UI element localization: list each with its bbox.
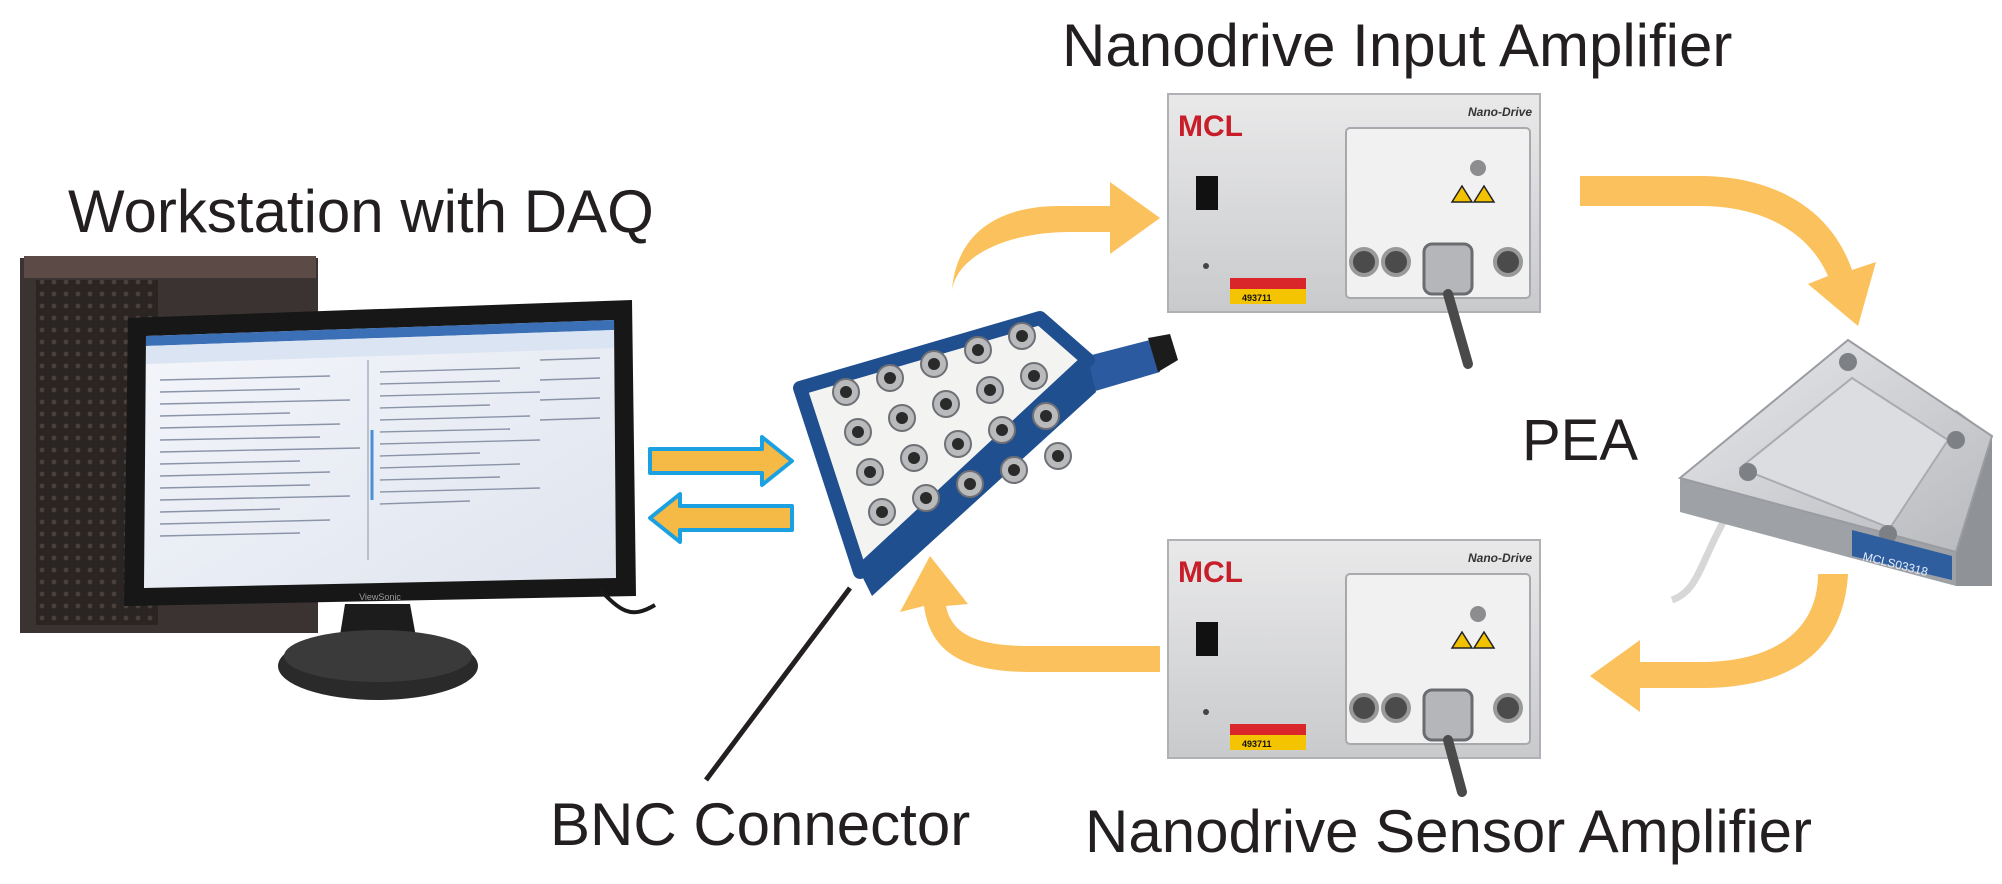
bnc-jack-pin: [1040, 410, 1052, 422]
pea-label-plate: [1852, 530, 1952, 580]
pea-mount-hole: [1739, 463, 1757, 481]
monitor-brand-label: ViewSonic: [359, 592, 401, 602]
flow-arrow-input-to-pea: [1580, 176, 1876, 326]
bnc-jack-pin: [928, 358, 940, 370]
bnc-connector-photo: [704, 311, 1178, 782]
power-switch: [1196, 622, 1218, 656]
workstation-label: Workstation with DAQ: [68, 178, 654, 245]
mcl-logo: MCL: [1178, 556, 1243, 589]
amp-cable: [1443, 289, 1473, 369]
flow-arrow-sensor-to-bnc: [900, 556, 1160, 672]
bnc-jack-pin: [1016, 330, 1028, 342]
data-arrow-left: [648, 492, 794, 544]
flow-arrows: [900, 176, 1876, 712]
flow-arrow-bnc-to-input: [910, 182, 1160, 290]
input-amplifier-photo: MCL Nano-Drive 493711: [1167, 93, 1541, 369]
dsub-connector: [1422, 242, 1474, 296]
bnc-connector-label: BNC Connector: [550, 791, 971, 858]
bnc-ribbon-cable: [1080, 340, 1160, 392]
pea-stage-photo: MCLS03318: [1670, 338, 1994, 604]
screen-code-lines: [159, 357, 601, 537]
bnc-jack-pin: [896, 412, 908, 424]
monitor-stand-base-top: [284, 630, 472, 682]
serial-tag-top: [1230, 724, 1306, 735]
bnc-jack-pin: [1008, 464, 1020, 476]
power-led: [1203, 263, 1209, 269]
bnc-jack-pin: [1028, 370, 1040, 382]
bnc-port-sensor: [1381, 247, 1411, 277]
bnc-jack-pin: [908, 452, 920, 464]
pea-label: PEA: [1522, 408, 1639, 473]
bnc-connector-grid: [832, 322, 1072, 526]
bnc-jack-pin: [1052, 450, 1064, 462]
amp-brand: Nano-Drive: [1468, 551, 1532, 565]
bnc-jack-pin: [920, 492, 932, 504]
pea-mount-hole: [1947, 431, 1965, 449]
data-arrows: [648, 435, 794, 544]
amp-cable: [1443, 735, 1467, 797]
workstation-photo: ViewSonic: [20, 256, 657, 700]
bnc-port-output: [1493, 693, 1523, 723]
bnc-port-sensor: [1381, 693, 1411, 723]
serial-tag-text: 493711: [1242, 739, 1272, 749]
bnc-jack-pin: [984, 384, 996, 396]
power-switch: [1196, 176, 1218, 210]
sensor-amplifier-label: Nanodrive Sensor Amplifier: [1085, 798, 1813, 865]
bnc-jack-pin: [940, 398, 952, 410]
warning-icon: [1450, 184, 1474, 203]
data-arrow-right: [648, 435, 794, 487]
bnc-port-input: [1349, 693, 1379, 723]
screen-title-bar: [146, 320, 614, 346]
pc-tower-top: [24, 256, 316, 278]
serial-tag-text: 493711: [1242, 293, 1272, 303]
sensor-amplifier-photo: MCL Nano-Drive 493711: [1167, 539, 1541, 797]
bnc-leader-line: [704, 586, 852, 782]
input-amplifier-label: Nanodrive Input Amplifier: [1062, 12, 1733, 79]
pea-mount-hole: [1839, 353, 1857, 371]
bnc-jack-pin: [840, 386, 852, 398]
bnc-jack-pin: [884, 372, 896, 384]
flow-arrow-pea-to-sensor: [1590, 574, 1848, 712]
bnc-jack-pin: [864, 466, 876, 478]
loop-toggle: [1470, 606, 1486, 622]
bnc-port-output: [1493, 247, 1523, 277]
mcl-logo: MCL: [1178, 110, 1243, 143]
monitor-cable: [598, 588, 657, 615]
bnc-jack-pin: [972, 344, 984, 356]
bnc-ribbon-cable-end: [1148, 334, 1178, 372]
bnc-jack-pin: [964, 478, 976, 490]
power-led: [1203, 709, 1209, 715]
dsub-connector: [1422, 688, 1474, 742]
serial-tag-top: [1230, 278, 1306, 289]
amp-brand: Nano-Drive: [1468, 105, 1532, 119]
bnc-jack-pin: [876, 506, 888, 518]
screen-ribbon: [146, 330, 614, 364]
warning-icon-2: [1472, 630, 1496, 649]
bnc-jack-pin: [996, 424, 1008, 436]
bnc-jack-pin: [852, 426, 864, 438]
bnc-jack-pin: [952, 438, 964, 450]
bnc-port-input: [1349, 247, 1379, 277]
pea-cable: [1670, 508, 1734, 604]
warning-icon: [1450, 630, 1474, 649]
warning-icon-2: [1472, 184, 1496, 203]
loop-toggle: [1470, 160, 1486, 176]
